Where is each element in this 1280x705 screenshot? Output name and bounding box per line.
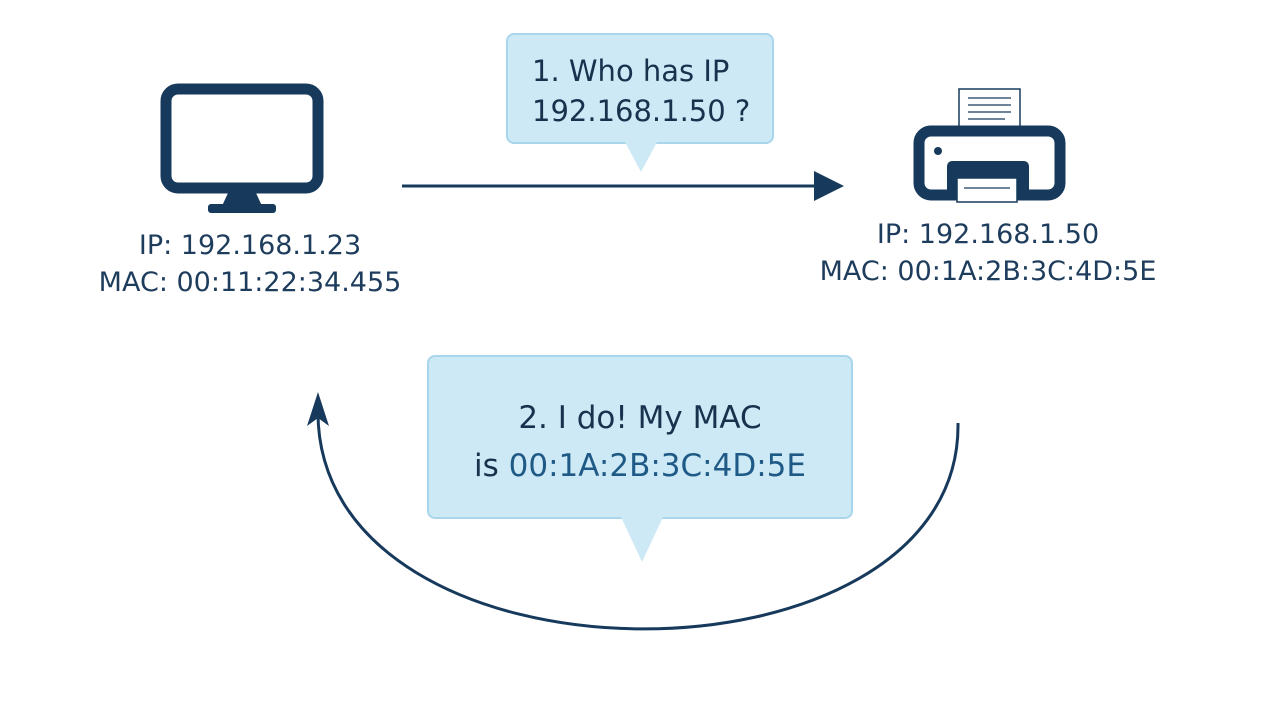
request-bubble-tail — [625, 142, 657, 172]
printer-address-labels: IP: 192.168.1.50 MAC: 00:1A:2B:3C:4D:5E — [788, 216, 1188, 290]
printer-mac-label: MAC: 00:1A:2B:3C:4D:5E — [819, 256, 1157, 287]
request-speech-bubble: 1. Who has IP 192.168.1.50 ? — [506, 33, 774, 172]
reply-arrowhead — [307, 392, 329, 426]
reply-line-2: is 00:1A:2B:3C:4D:5E — [429, 442, 851, 490]
computer-mac-label: MAC: 00:11:22:34.455 — [98, 267, 402, 298]
computer-address-labels: IP: 192.168.1.23 MAC: 00:11:22:34.455 — [60, 227, 440, 301]
reply-line-2-prefix: is — [474, 448, 509, 484]
reply-line-1: 2. I do! My MAC — [518, 400, 762, 436]
printer-ip-label: IP: 192.168.1.50 — [876, 219, 1100, 250]
monitor-icon — [160, 83, 324, 213]
reply-arrow-arc — [316, 407, 960, 631]
computer-ip-label: IP: 192.168.1.23 — [138, 230, 362, 261]
reply-speech-bubble: 2. I do! My MAC is 00:1A:2B:3C:4D:5E — [427, 355, 853, 562]
request-line-2: 192.168.1.50 ? — [532, 94, 751, 128]
reply-mac-address: 00:1A:2B:3C:4D:5E — [508, 448, 806, 484]
request-line-1: 1. Who has IP — [532, 54, 730, 88]
reply-bubble-tail — [621, 517, 663, 562]
printer-icon — [913, 88, 1066, 203]
